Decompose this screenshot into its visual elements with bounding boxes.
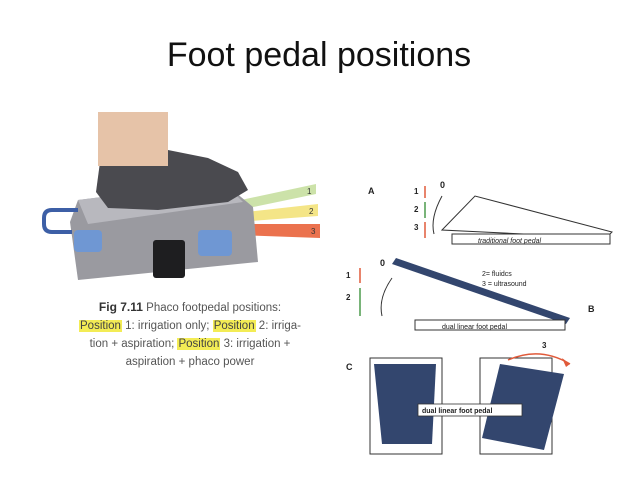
diagram-c-letter: C xyxy=(346,362,353,372)
diagram-a-zero: 0 xyxy=(440,180,445,190)
diagram-c-label: dual linear foot pedal xyxy=(422,408,492,415)
foot-pedal-illustration: 1 2 3 xyxy=(42,112,320,280)
diagram-a-pos-1: 1 xyxy=(414,187,419,196)
diagram-b-letter: B xyxy=(588,304,595,314)
caption-part-2: 2: irriga- xyxy=(255,320,301,332)
slide-title: Foot pedal positions xyxy=(166,36,472,74)
diagram-b-legend-3: 3 = ultrasound xyxy=(482,281,527,288)
caption-part-3a: tion + aspiration; xyxy=(89,338,178,350)
diagram-b-pos-1: 1 xyxy=(346,271,351,280)
caption-heading: Phaco footpedal positions: xyxy=(146,302,282,314)
diagram-b-base xyxy=(414,319,566,331)
pedal-switch-left xyxy=(74,230,102,252)
beam-label-2: 2 xyxy=(309,207,314,216)
diagram-b-pedal xyxy=(392,258,570,324)
pedal-switch-right xyxy=(198,230,232,256)
figure-caption: Fig 7.11 Phaco footpedal positions: Posi… xyxy=(40,298,340,371)
caption-highlight-1: Position xyxy=(79,320,122,332)
diagram-b-legend-2: 2= fluidcs xyxy=(482,271,512,278)
beam-label-3: 3 xyxy=(311,227,316,236)
diagram-c-arrow-label: 3 xyxy=(542,341,547,350)
diagram-c-label-box xyxy=(417,403,523,417)
caption-line-2: Position 1: irrigation only; Position 2:… xyxy=(40,317,340,335)
diagram-a-letter: A xyxy=(368,186,375,196)
beam-label-1: 1 xyxy=(307,187,312,196)
pedal-diagram: A 0 1 2 3 traditional foot pedal 0 1 2 d… xyxy=(346,180,613,455)
caption-part-1: 1: irrigation only; xyxy=(121,320,213,332)
diagram-a-arc xyxy=(432,195,443,235)
caption-line-1: Fig 7.11 Phaco footpedal positions: xyxy=(40,298,340,317)
diagram-a-label: traditional foot pedal xyxy=(478,238,541,245)
caption-line-3: tion + aspiration; Position 3: irrigatio… xyxy=(40,335,340,353)
diagram-a-pos-2: 2 xyxy=(414,205,419,214)
pedal-slot xyxy=(153,240,185,278)
diagram-c-pedal-left xyxy=(374,364,436,444)
diagram-a-pedal xyxy=(440,195,613,239)
caption-fig-label: Fig 7.11 xyxy=(98,300,143,314)
diagram-b-label: dual linear foot pedal xyxy=(442,324,507,331)
diagram-b-zero: 0 xyxy=(380,258,385,268)
diagram-c-pedal-right xyxy=(482,364,564,450)
caption-part-3b: 3: irrigation + xyxy=(220,338,291,350)
pedal-handle xyxy=(42,208,78,234)
caption-line-4: aspiration + phaco power xyxy=(125,356,255,368)
diagram-c-arrowhead xyxy=(562,358,570,367)
caption-highlight-2: Position xyxy=(212,320,256,332)
leg xyxy=(98,112,168,166)
diagram-a-base xyxy=(451,233,611,245)
caption-highlight-3: Position xyxy=(177,338,221,350)
diagram-b-pos-2: 2 xyxy=(346,293,351,302)
diagram-a-pos-3: 3 xyxy=(414,223,419,232)
diagram-b-arc xyxy=(380,277,393,317)
